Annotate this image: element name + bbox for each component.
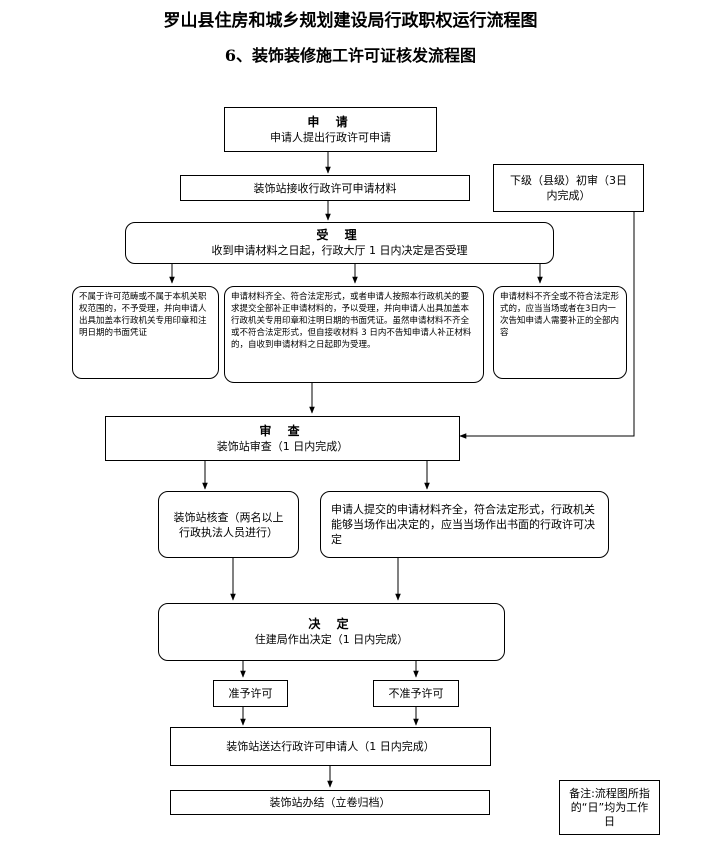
accept-text: 收到申请材料之日起，行政大厅 1 日内决定是否受理 (211, 244, 468, 257)
apply-text: 申请人提出行政许可申请 (270, 130, 391, 144)
county-review-text: 下级（县级）初审（3日内完成） (510, 174, 627, 202)
review-box: 审 查 装饰站审查（1 日内完成） (105, 416, 460, 461)
reject-scope-text: 不属于许可范畴或不属于本机关职权范围的，不予受理，并向申请人出具加盖本行政机关专… (79, 292, 207, 338)
deliver-text: 装饰站送达行政许可申请人（1 日内完成） (226, 740, 435, 753)
deliver-box: 装饰站送达行政许可申请人（1 日内完成） (170, 727, 491, 766)
supplement-box: 申请材料不齐全或不符合法定形式的，应当当场或者在3日内一次告知申请人需要补正的全… (493, 286, 627, 379)
grant-box: 准予许可 (213, 680, 288, 707)
decision-text: 住建局作出决定（1 日内完成） (254, 633, 409, 646)
decision-box: 决 定 住建局作出决定（1 日内完成） (158, 603, 505, 661)
supplement-text: 申请材料不齐全或不符合法定形式的，应当当场或者在3日内一次告知申请人需要补正的全… (500, 292, 620, 338)
deny-text: 不准予许可 (388, 687, 444, 700)
note-text: 备注:流程图所指的“日”均为工作日 (569, 786, 650, 828)
review-heading: 审 查 (259, 423, 306, 438)
accept-condition-box: 申请材料齐全、符合法定形式，或者申请人按照本行政机关的要求提交全部补正申请材料的… (224, 286, 484, 383)
county-review-box: 下级（县级）初审（3日内完成） (493, 164, 644, 212)
onsite-decision-text: 申请人提交的申请材料齐全，符合法定形式，行政机关能够当场作出决定的，应当当场作出… (331, 503, 595, 546)
note-box: 备注:流程图所指的“日”均为工作日 (559, 780, 660, 835)
apply-box: 申 请 申请人提出行政许可申请 (224, 107, 437, 152)
accept-heading: 受 理 (316, 228, 363, 242)
receive-box: 装饰站接收行政许可申请材料 (180, 175, 470, 201)
onsite-decision-box: 申请人提交的申请材料齐全，符合法定形式，行政机关能够当场作出决定的，应当当场作出… (320, 491, 609, 558)
close-text: 装饰站办结（立卷归档） (269, 796, 391, 809)
reject-scope-box: 不属于许可范畴或不属于本机关职权范围的，不予受理，并向申请人出具加盖本行政机关专… (72, 286, 219, 379)
accept-box: 受 理 收到申请材料之日起，行政大厅 1 日内决定是否受理 (125, 222, 554, 264)
receive-text: 装饰站接收行政许可申请材料 (253, 181, 397, 195)
deny-box: 不准予许可 (373, 680, 459, 707)
verify-box: 装饰站核查（两名以上行政执法人员进行） (158, 491, 299, 558)
arrow-county-review (459, 212, 635, 439)
close-box: 装饰站办结（立卷归档） (170, 790, 490, 815)
accept-condition-text: 申请材料齐全、符合法定形式，或者申请人按照本行政机关的要求提交全部补正申请材料的… (231, 292, 472, 350)
page-subtitle: 6、装饰装修施工许可证核发流程图 (224, 46, 477, 65)
apply-heading: 申 请 (307, 114, 354, 129)
verify-text: 装饰站核查（两名以上行政执法人员进行） (173, 510, 284, 539)
decision-heading: 决 定 (308, 617, 355, 631)
grant-text: 准予许可 (228, 687, 273, 700)
review-text: 装饰站审查（1 日内完成） (216, 439, 349, 453)
page-title: 罗山县住房和城乡规划建设局行政职权运行流程图 (163, 11, 538, 31)
